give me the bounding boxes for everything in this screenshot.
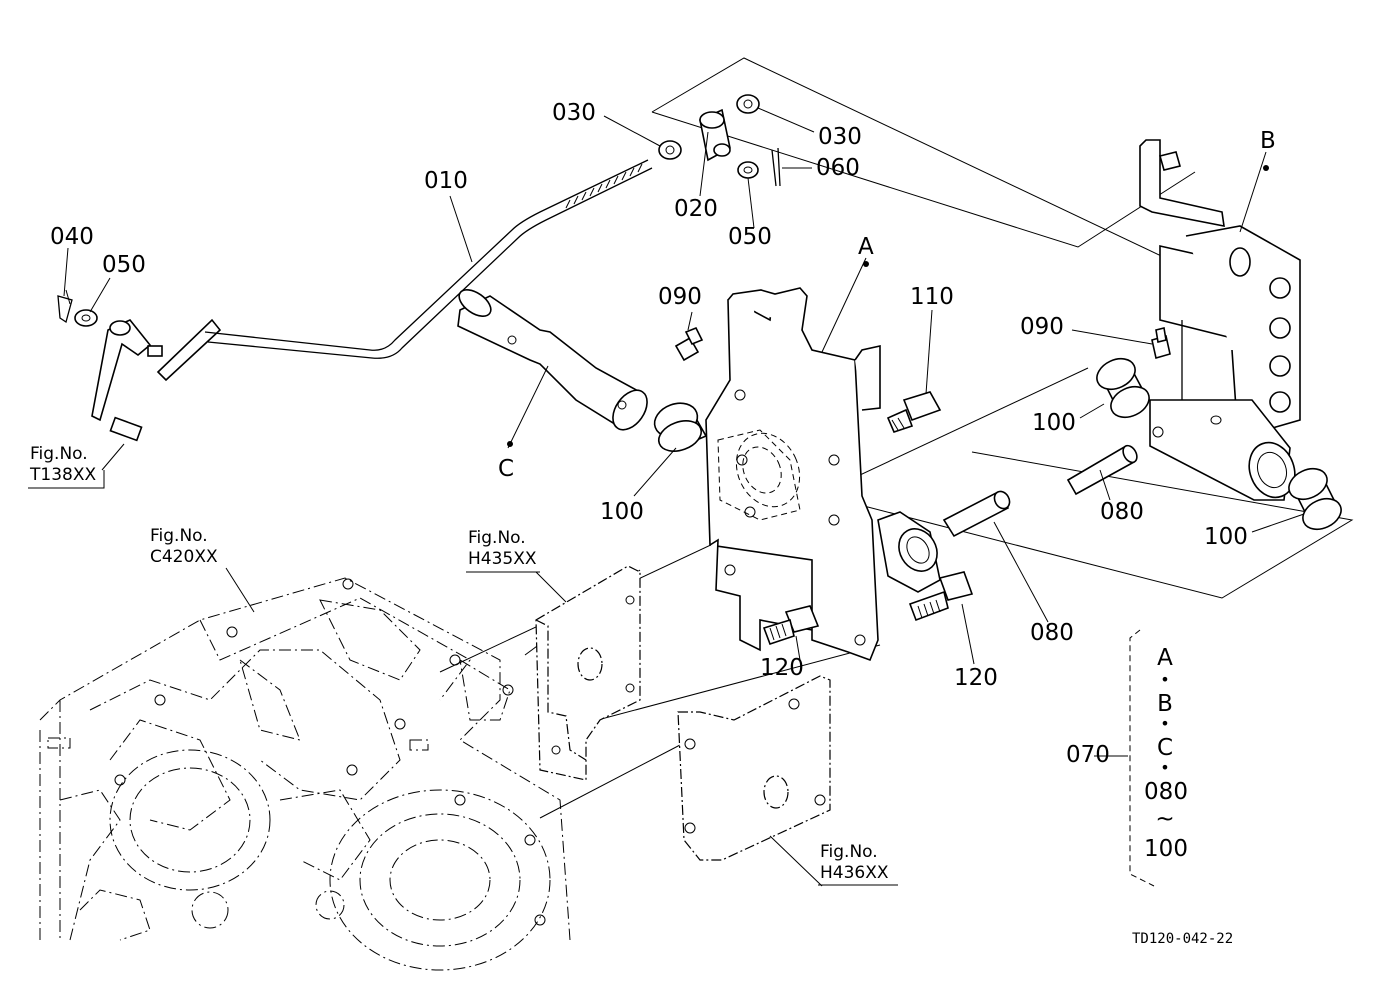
drawing-id: TD120-042-22 bbox=[1132, 931, 1234, 947]
label-100-lower-right: 100 bbox=[1204, 524, 1248, 550]
label-080-right: 080 bbox=[1100, 499, 1144, 525]
bolt-110 bbox=[886, 391, 942, 433]
bushing-100-left bbox=[653, 402, 708, 452]
set-legend-sep-2: • bbox=[1160, 714, 1170, 733]
bolt-120-right bbox=[908, 571, 974, 622]
set-legend-sep-3: • bbox=[1160, 758, 1170, 777]
plate-h435 bbox=[535, 565, 641, 781]
fig-ref-c420-line1: Fig.No. bbox=[150, 526, 208, 546]
label-030-right: 030 bbox=[818, 124, 862, 150]
set-legend-item-c: C bbox=[1156, 735, 1174, 761]
fig-ref-h435: Fig.No. H435XX bbox=[468, 528, 537, 571]
set-legend-range: ~ bbox=[1155, 806, 1175, 832]
pin-080-center bbox=[942, 490, 1011, 538]
label-050-left: 050 bbox=[102, 252, 146, 278]
pin-080-right bbox=[1066, 444, 1138, 496]
label-assembly-b: B bbox=[1260, 128, 1276, 154]
label-020: 020 bbox=[674, 196, 718, 222]
label-090-right: 090 bbox=[1020, 314, 1064, 340]
bushing-100-lower-right bbox=[1288, 467, 1342, 531]
label-100-left: 100 bbox=[600, 499, 644, 525]
fig-ref-h436-line2: H436XX bbox=[820, 863, 889, 884]
crank-arm bbox=[57, 289, 163, 442]
set-legend-label: 070 bbox=[1066, 742, 1110, 768]
fig-ref-t138-line1: Fig.No. bbox=[30, 444, 88, 464]
plate-h436 bbox=[677, 675, 831, 861]
label-080-center: 080 bbox=[1030, 620, 1074, 646]
label-040: 040 bbox=[50, 224, 94, 250]
fig-ref-t138: Fig.No. T138XX bbox=[30, 444, 96, 487]
set-legend-sep-1: • bbox=[1160, 670, 1170, 689]
fig-ref-h435-line1: Fig.No. bbox=[468, 528, 526, 548]
fig-ref-c420-line2: C420XX bbox=[150, 547, 218, 568]
bushing-100-upper-right bbox=[1096, 357, 1150, 419]
label-090-left: 090 bbox=[658, 284, 702, 310]
rod-010 bbox=[156, 159, 653, 382]
bolt-120-left bbox=[762, 605, 820, 646]
label-030-left: 030 bbox=[552, 100, 596, 126]
fig-ref-underlines bbox=[28, 470, 898, 886]
fig-ref-h436: Fig.No. H436XX bbox=[820, 842, 889, 885]
fig-ref-t138-line2: T138XX bbox=[30, 465, 97, 486]
fig-ref-c420: Fig.No. C420XX bbox=[150, 526, 218, 569]
yoke-020 bbox=[658, 94, 781, 187]
grease-fitting-090-left bbox=[674, 326, 704, 362]
shaft-c bbox=[457, 289, 648, 431]
fig-ref-h435-line2: H435XX bbox=[468, 549, 537, 570]
label-100-upper-right: 100 bbox=[1032, 410, 1076, 436]
label-assembly-c: C bbox=[498, 456, 515, 482]
set-legend-item-080: 080 bbox=[1144, 779, 1188, 805]
set-legend-item-100: 100 bbox=[1144, 836, 1188, 862]
label-120-right: 120 bbox=[954, 665, 998, 691]
set-legend-item-b: B bbox=[1157, 691, 1173, 717]
transmission-case bbox=[39, 577, 571, 971]
set-legend-item-a: A bbox=[1157, 645, 1173, 671]
label-120-left: 120 bbox=[760, 655, 804, 681]
label-010: 010 bbox=[424, 168, 468, 194]
label-060: 060 bbox=[816, 155, 860, 181]
label-assembly-a: A bbox=[858, 234, 874, 260]
assembly-b bbox=[1139, 139, 1301, 501]
label-050-center: 050 bbox=[728, 224, 772, 250]
label-110: 110 bbox=[910, 284, 954, 310]
leader-lines bbox=[63, 107, 1305, 887]
grease-fitting-090-right bbox=[1151, 327, 1171, 360]
bracket-a bbox=[705, 287, 881, 662]
set-legend-brace bbox=[1129, 629, 1155, 887]
fig-ref-h436-line1: Fig.No. bbox=[820, 842, 878, 862]
assembly-dots bbox=[507, 165, 1269, 447]
